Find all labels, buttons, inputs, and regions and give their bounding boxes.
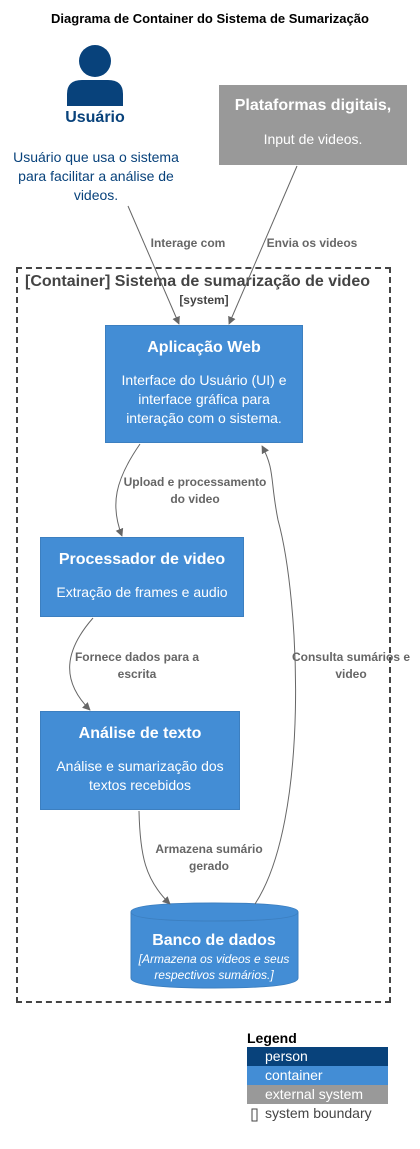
legend-item-container: container: [247, 1066, 388, 1085]
arrow-provides-data: [69, 617, 94, 711]
relation-queries-label: Consulta sumários e video: [291, 650, 411, 681]
person-description: Usuário que usa o sistema para facilitar…: [13, 149, 179, 203]
relation-interacts-label: Interage com: [150, 236, 226, 250]
diagram-title: Diagrama de Container do Sistema de Suma…: [51, 11, 369, 26]
person-label: Usuário: [65, 109, 125, 126]
legend-item-external-system: external system: [247, 1085, 388, 1104]
relation-provides-data-label: Fornece dados para a escrita: [74, 650, 200, 681]
person-icon: [67, 45, 123, 106]
video-processor-container[interactable]: Processador de video Extração de frames …: [40, 537, 244, 617]
database-title: Banco de dados: [152, 932, 276, 949]
relation-stores-summary-label: Armazena sumário gerado: [155, 842, 263, 873]
boundary-title: [Container] Sistema de sumarização de vi…: [25, 273, 370, 290]
arrow-interacts: [127, 205, 180, 325]
external-system-box[interactable]: Plataformas digitais, Input de videos.: [219, 85, 407, 165]
arrow-queries: [254, 445, 297, 905]
relation-sends-videos-label: Envia os videos: [266, 236, 358, 250]
web-app-title: Aplicação Web: [147, 339, 261, 356]
relation-upload-label: Upload e processamento do video: [123, 475, 267, 506]
legend-title: Legend: [247, 1030, 297, 1046]
system-boundary: [16, 267, 391, 1003]
arrow-sends-videos: [228, 165, 298, 325]
boundary-type: [system]: [179, 293, 229, 307]
web-app-container[interactable]: Aplicação Web Interface do Usuário (UI) …: [105, 325, 303, 443]
legend-item-system-boundary: system boundary: [265, 1105, 372, 1121]
web-app-description: Interface do Usuário (UI) e interface gr…: [121, 372, 287, 426]
text-analysis-title: Análise de texto: [78, 725, 202, 742]
video-processor-title: Processador de video: [58, 551, 226, 568]
legend-boundary-icon: [251, 1108, 258, 1122]
video-processor-description: Extração de frames e audio: [56, 584, 228, 600]
database-description: [Armazena os videos e seus respectivos s…: [138, 952, 290, 982]
arrow-upload: [115, 443, 141, 537]
legend-item-person: person: [247, 1047, 388, 1066]
text-analysis-container[interactable]: Análise de texto Análise e sumarização d…: [40, 711, 240, 810]
external-system-title: Plataformas digitais,: [234, 97, 392, 114]
text-analysis-description: Análise e sumarização dos textos recebid…: [56, 758, 224, 793]
external-system-description: Input de videos.: [263, 131, 363, 147]
arrow-stores-summary: [138, 810, 171, 905]
database-cylinder[interactable]: [130, 902, 300, 990]
